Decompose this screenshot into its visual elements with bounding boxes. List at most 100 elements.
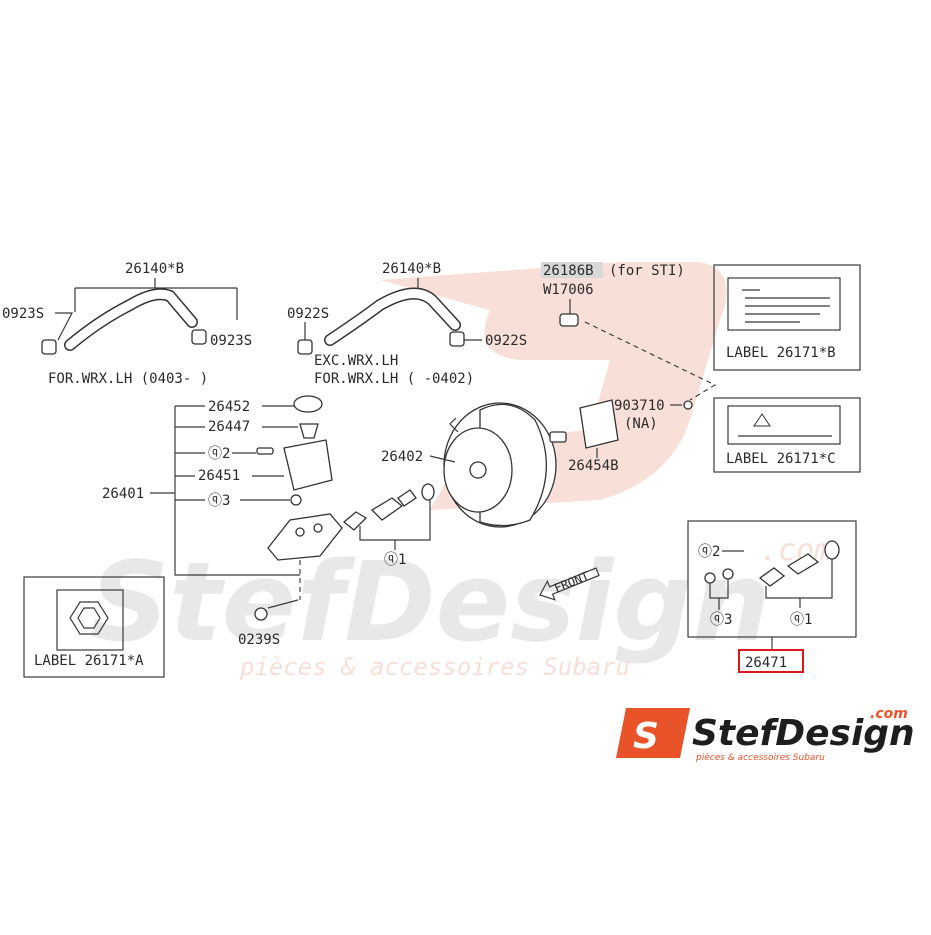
left-clamp-a-label: 0923S — [2, 306, 44, 322]
label-b-sticker — [727, 277, 841, 331]
hexagon-inner-icon — [77, 607, 101, 629]
label-a-sticker — [56, 589, 124, 651]
logo-domain: .com — [870, 706, 908, 722]
left-clamp-a-leader — [55, 312, 73, 341]
bolt-leader — [267, 599, 299, 609]
piston-primary — [370, 497, 404, 521]
hexagon-icon — [69, 601, 109, 635]
kit-q3-leader — [709, 579, 729, 610]
kit-q2-number: ⓠ2 — [698, 544, 720, 560]
logo-brand: StefDesign — [692, 713, 915, 754]
assembly-number: 26401 — [102, 486, 144, 502]
label-a-text: LABEL 26171*A — [34, 653, 144, 669]
cap-number: 26452 — [208, 399, 250, 415]
mid-clamp-a-label: 0922S — [287, 306, 329, 322]
seal-q3-number: ⓠ3 — [208, 493, 230, 509]
sti-part-highlight — [541, 262, 603, 278]
kit-q1-label: ⓠ1 — [790, 612, 812, 628]
front-arrow-icon — [539, 567, 600, 601]
master-cylinder-body — [267, 513, 343, 561]
watermark-tagline: pièces & accessoires Subaru — [239, 653, 630, 681]
brake-booster: 26402 26454B FRONT — [381, 399, 619, 601]
sti-clip-number: W17006 — [543, 282, 594, 298]
kit-q1-leader-line — [765, 559, 833, 608]
left-hose-label: 26140*B — [125, 261, 184, 277]
kit-grommet-a-icon — [704, 572, 716, 584]
screw-icon — [683, 400, 693, 410]
kit-seal-1-icon — [758, 567, 786, 587]
booster-leader — [429, 455, 456, 463]
mid-hose — [325, 289, 460, 345]
mid-clamp-a-icon — [297, 339, 313, 355]
reservoir-filter — [299, 423, 319, 439]
kit-ring-icon — [824, 540, 840, 560]
kit-q1-number: ⓠ1 — [384, 552, 406, 568]
mid-clamp-b-label: 0922S — [485, 333, 527, 349]
left-hose — [65, 289, 197, 350]
piston-seal-1 — [342, 511, 368, 531]
label-b-text: LABEL 26171*B — [726, 345, 836, 361]
assembly-bracket — [174, 406, 300, 576]
mid-hose-note-2: FOR.WRX.LH ( -0402) — [314, 371, 474, 387]
label-b-group: LABEL 26171*B — [713, 264, 861, 371]
label-c-group: LABEL 26171*C — [713, 397, 861, 473]
label-b-frame — [713, 264, 861, 371]
reservoir-grommet — [290, 494, 302, 506]
label-a-frame — [23, 576, 165, 678]
piston-seal-2 — [397, 489, 417, 507]
left-hose-leader — [74, 278, 238, 320]
cylinder-port-b — [313, 523, 323, 533]
left-clamp-a-icon — [41, 339, 57, 355]
stefdesign-logo[interactable]: S StefDesign .com pièces & accessoires S… — [616, 706, 915, 763]
logo-mark-icon — [616, 708, 690, 758]
label-b-text-lines — [742, 289, 830, 323]
repair-kit-group: ⓠ2 ⓠ3 ⓠ1 26471 — [687, 520, 857, 673]
kit-grommet-b-icon — [722, 568, 734, 580]
sti-clip-dashed-link — [584, 321, 717, 401]
sti-part-group: 26186B (for STI) W17006 — [541, 262, 717, 401]
master-cylinder-group: 26452 26447 ⓠ2 26451 26401 ⓠ3 ⓠ1 0239S — [102, 395, 435, 648]
screw-number: 903710 — [614, 398, 665, 414]
booster-port — [469, 461, 487, 479]
kit-number-highlight — [738, 649, 804, 673]
kit-q3-number: ⓠ3 — [710, 612, 732, 628]
logo-mark-letter: S — [633, 716, 659, 757]
filter-number: 26447 — [208, 419, 250, 435]
screw-note: (NA) — [624, 416, 658, 432]
mid-hose-label: 26140*B — [382, 261, 441, 277]
sti-part-number: 26186B — [543, 263, 594, 279]
warning-triangle-icon — [753, 413, 771, 427]
reservoir-number: 26451 — [198, 468, 240, 484]
left-hose-group: 26140*B 0923S 0923S FOR.WRX.LH (0403- ) — [2, 261, 252, 387]
mid-hose-group: 26140*B 0922S 0922S EXC.WRX.LH FOR.WRX.L… — [287, 261, 527, 387]
logo-tagline: pièces & accessoires Subaru — [695, 752, 825, 763]
pin-q2-number: ⓠ2 — [208, 446, 230, 462]
mounting-bolt-icon — [254, 607, 268, 621]
sti-clip-icon — [559, 313, 579, 327]
label-c-text: LABEL 26171*C — [726, 451, 836, 467]
piston-ring — [421, 483, 435, 501]
reservoir-pin — [256, 447, 274, 455]
cylinder-port-a — [295, 527, 305, 537]
kit-number: 26471 — [745, 655, 787, 671]
kit-q1-leader — [359, 500, 431, 550]
left-clamp-b-icon — [191, 329, 207, 345]
left-hose-note: FOR.WRX.LH (0403- ) — [48, 371, 208, 387]
label-c-frame — [713, 397, 861, 473]
gasket-number: 26454B — [568, 458, 619, 474]
left-clamp-b-label: 0923S — [210, 333, 252, 349]
booster-number: 26402 — [381, 449, 423, 465]
sti-part-note: (for STI) — [609, 263, 685, 279]
mid-hose-note-1: EXC.WRX.LH — [314, 353, 398, 369]
label-c-sticker — [727, 405, 841, 445]
brake-fluid-reservoir — [283, 439, 333, 491]
watermark-brand: StefDesign — [90, 538, 770, 666]
label-a-group: LABEL 26171*A — [23, 576, 165, 678]
booster-check-valve — [449, 417, 459, 433]
kit-piston-icon — [786, 553, 820, 575]
mid-clamp-b-icon — [449, 331, 465, 347]
reservoir-cap — [293, 395, 323, 413]
booster-rod — [549, 431, 567, 443]
